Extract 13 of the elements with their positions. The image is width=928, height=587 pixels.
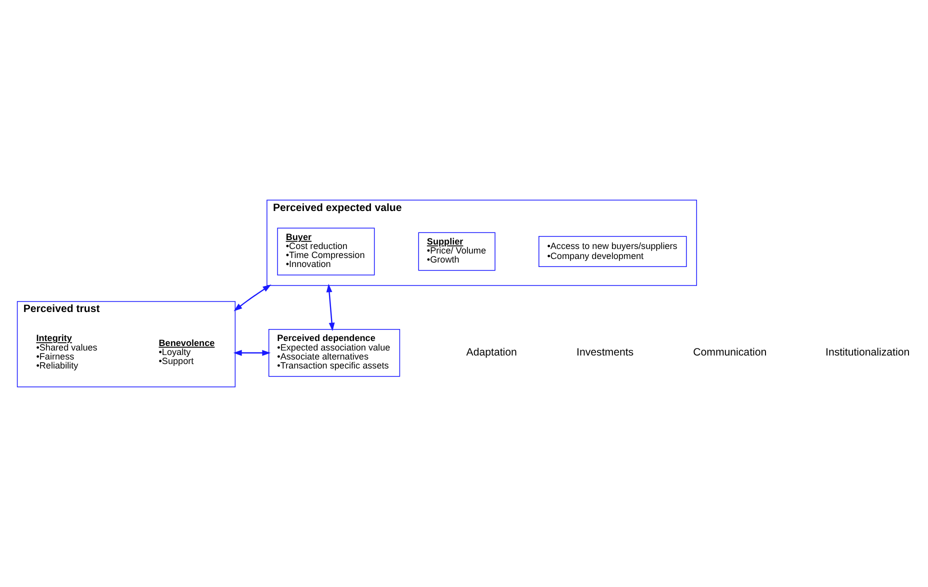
label: Adaptation <box>466 346 517 359</box>
label: Communication <box>693 346 767 359</box>
node-box: Perceived dependence •Expected association value •Associate alternatives •Transaction specific assets <box>268 329 400 377</box>
arrow <box>233 350 271 356</box>
node-box: Supplier •Price/ Volume •Growth <box>418 232 496 271</box>
node-box: Buyer •Cost reduction •Time Compression •Innovation <box>277 228 375 276</box>
node-text: Integrity •Shared values •Fairness •Reliability <box>36 333 98 370</box>
arrow <box>234 284 272 312</box>
node-box: •Access to new buyers/suppliers •Company development <box>538 236 687 268</box>
label: Institutionalization <box>826 346 910 359</box>
node-text: Benevolence •Loyalty •Support <box>158 338 215 366</box>
arrow <box>326 284 335 332</box>
label: Investments <box>576 346 634 359</box>
